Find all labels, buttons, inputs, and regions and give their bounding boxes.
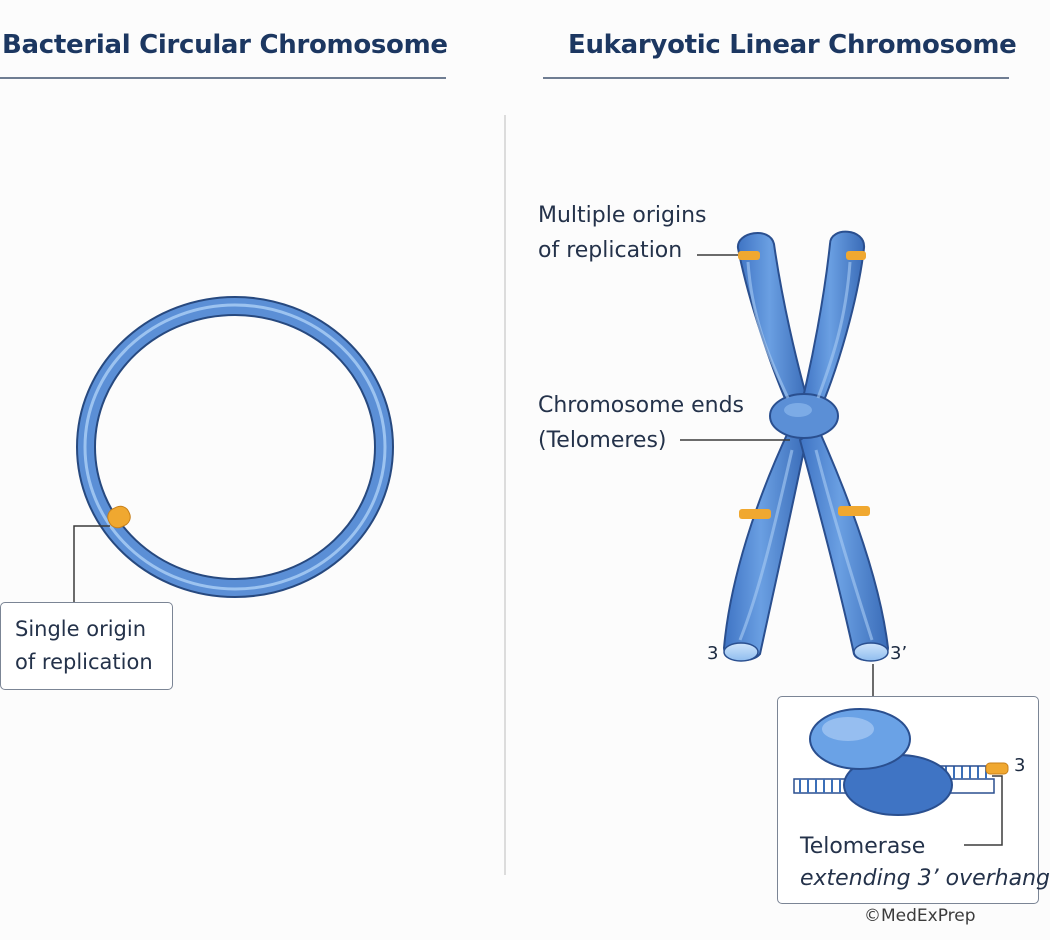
right-title-rule	[543, 77, 1009, 79]
end-label-right: 3’	[890, 643, 908, 664]
single-origin-line2: of replication	[15, 650, 153, 674]
diagram-canvas	[73, 230, 890, 696]
panel-divider	[504, 115, 506, 875]
left-title-rule	[0, 77, 446, 79]
telomerase-caption-line2: extending 3’ overhang	[800, 866, 1050, 891]
single-origin-leader	[73, 525, 110, 602]
ends-label-line2: (Telomeres)	[538, 428, 667, 453]
circular-chromosome	[76, 296, 394, 598]
single-origin-line1: Single origin	[15, 617, 147, 641]
eukaryotic-title: Eukaryotic Linear Chromosome	[568, 30, 1017, 60]
x-chromosome	[722, 230, 890, 662]
end-label-left: 3	[707, 643, 719, 664]
telomerase-illustration	[793, 708, 1009, 846]
ends-label-line1: Chromosome ends	[538, 393, 745, 418]
single-origin-marker	[107, 505, 131, 529]
watermark: ©MedExPrep	[864, 906, 976, 926]
origins-label-line2: of replication	[538, 238, 683, 263]
origins-label-line1: Multiple origins	[538, 203, 707, 228]
strand-end-label: 3	[1014, 755, 1026, 776]
telomerase-inset: 3 Telomerase extending 3’ overhang	[777, 696, 1050, 904]
single-origin-callout: Single origin of replication	[0, 602, 173, 690]
multiple-origin-markers	[738, 251, 870, 519]
bacterial-title: Bacterial Circular Chromosome	[2, 30, 448, 60]
telomerase-caption-line1: Telomerase	[800, 834, 926, 859]
